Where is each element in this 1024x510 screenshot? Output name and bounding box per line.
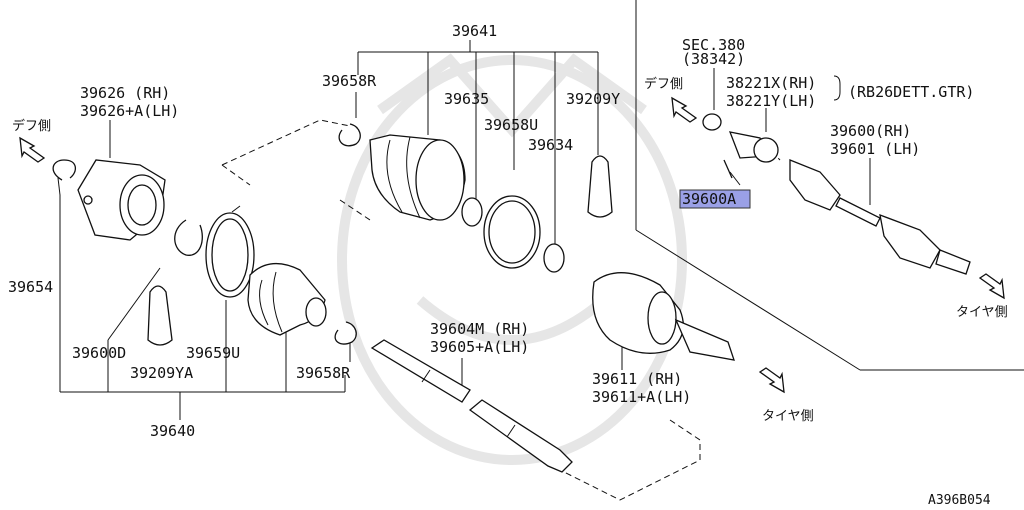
boot-lower xyxy=(247,263,327,336)
label-39601-lh: 39601 (LH) xyxy=(830,140,920,158)
axle-assembly-39600 xyxy=(702,113,971,275)
circlip xyxy=(174,219,203,256)
seal-39634 xyxy=(543,243,565,273)
label-39641: 39641 xyxy=(452,22,497,40)
label-diagram-code: A396B054 xyxy=(928,493,991,508)
label-38221y: 38221Y(LH) xyxy=(726,92,816,110)
bracket-39640 xyxy=(59,195,346,420)
grease-tube-39209ya xyxy=(147,285,173,346)
highlight-39600a xyxy=(679,189,751,209)
label-39626-lh: 39626+A(LH) xyxy=(80,102,179,120)
label-39640: 39640 xyxy=(150,422,195,440)
label-39658u: 39658U xyxy=(484,116,538,134)
label-39658r-bottom: 39658R xyxy=(296,364,351,382)
label-39626-rh: 39626 (RH) xyxy=(80,84,170,102)
arrow-def-left xyxy=(19,136,46,163)
label-39634: 39634 xyxy=(528,136,573,154)
dash-line-upper-2 xyxy=(221,164,251,186)
label-tire-mid: タイヤ側 xyxy=(762,409,814,424)
band-39659u xyxy=(205,205,255,298)
arrow-def-right xyxy=(671,96,698,123)
leader-39654 xyxy=(57,177,61,196)
leader-39600a xyxy=(729,171,741,186)
label-tire-right: タイヤ側 xyxy=(956,305,1008,320)
label-def-left: デフ側 xyxy=(12,118,51,134)
label-sec380: SEC.380 xyxy=(682,36,745,54)
label-39209y: 39209Y xyxy=(566,90,620,108)
clip-39658r-bottom xyxy=(334,321,357,345)
shaft-39604m xyxy=(370,339,573,473)
arrow-tire-mid xyxy=(758,367,785,394)
dash-line-mid xyxy=(339,199,371,221)
label-39600-rh: 39600(RH) xyxy=(830,122,911,140)
label-39604m: 39604M (RH) xyxy=(430,320,529,338)
bracket-39641 xyxy=(357,40,599,245)
label-39611-rh: 39611 (RH) xyxy=(592,370,682,388)
clip-39658r-top xyxy=(338,123,361,147)
snap-ring-39654 xyxy=(52,159,76,181)
label-38221x: 38221X(RH) xyxy=(726,74,816,92)
label-39659u: 39659U xyxy=(186,344,240,362)
label-sec380-sub: (38342) xyxy=(682,50,745,68)
label-39658r-top: 39658R xyxy=(322,72,377,90)
dash-line-upper xyxy=(221,119,361,166)
band-39658u xyxy=(483,195,541,269)
arrow-tire-right xyxy=(978,273,1005,300)
grease-tube-39209y xyxy=(587,155,613,218)
label-39600a[interactable]: 39600A xyxy=(682,190,736,208)
outer-joint-39611 xyxy=(592,272,735,361)
label-39635: 39635 xyxy=(444,90,489,108)
label-39605: 39605+A(LH) xyxy=(430,338,529,356)
dash-line-lower xyxy=(559,419,701,501)
label-39209ya: 39209YA xyxy=(130,364,193,382)
seal-39635 xyxy=(461,197,483,227)
label-39654: 39654 xyxy=(8,278,53,296)
divider-diagonal xyxy=(635,229,861,371)
boot-upper xyxy=(369,134,466,221)
label-def-right: デフ側 xyxy=(644,76,683,92)
label-39611-lh: 39611+A(LH) xyxy=(592,388,691,406)
housing-39626 xyxy=(77,159,166,241)
brace-38221 xyxy=(833,75,841,101)
watermark-emblem xyxy=(337,53,687,465)
label-rb26: (RB26DETT.GTR) xyxy=(848,83,974,101)
label-39600d: 39600D xyxy=(72,344,126,362)
